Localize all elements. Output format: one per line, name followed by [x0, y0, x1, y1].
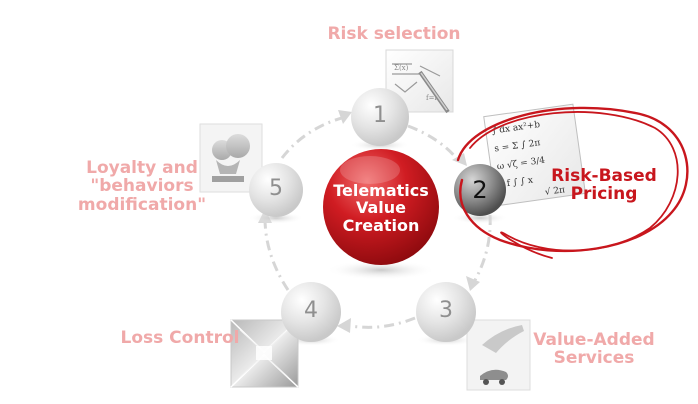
center-label-line-3: Creation — [342, 215, 420, 235]
arrowhead-to-1 — [338, 110, 352, 124]
connector-5-1 — [280, 115, 346, 159]
step-label-5-line-2: "behaviors — [90, 176, 194, 197]
center-label-line-1: Telematics — [333, 181, 429, 200]
hand-and-car-icon — [466, 319, 531, 391]
connector-4-5 — [263, 217, 290, 291]
highlight-scribble — [456, 106, 689, 259]
step-sphere-2 — [454, 164, 506, 216]
step-sphere-1 — [351, 88, 409, 146]
connector-1-2 — [407, 124, 460, 161]
step-label-5: Loyalty and "behaviors modification" — [72, 159, 212, 214]
step-number-2: 2 — [472, 176, 488, 204]
formula-notebook-icon: Σ(x) f=n — [385, 49, 454, 114]
step-sphere-5 — [249, 163, 303, 217]
step-label-4: Loss Control — [100, 328, 260, 348]
center-label: Telematics Value Creation — [321, 182, 441, 234]
svg-text:√ 2π: √ 2π — [544, 184, 566, 198]
light-tunnel-icon — [230, 319, 299, 388]
step-label-3: Value-Added Services — [526, 331, 662, 368]
arrowhead-to-2 — [452, 153, 467, 166]
step-sphere-3 — [416, 282, 476, 342]
center-sphere — [323, 149, 439, 265]
svg-text:Σ(x): Σ(x) — [394, 64, 409, 72]
step-label-1: Risk selection — [320, 24, 468, 44]
step-label-3-line-1: Value-Added — [533, 330, 655, 350]
step-label-2: Risk-Based Pricing — [548, 167, 660, 204]
arrowhead-to-4 — [337, 318, 351, 333]
center-label-line-2: Value — [355, 198, 407, 218]
step-label-1-line-1: Risk selection — [327, 24, 461, 44]
svg-text:∂ f ∫ ∫ x: ∂ f ∫ ∫ x — [499, 176, 534, 191]
step-label-5-line-3: modification" — [77, 194, 207, 215]
step-label-2-line-2: Pricing — [570, 184, 638, 205]
math-formulas-paper-icon: ∫ dx ax²+b s = Σ ∫ 2π ω √ζ = 3/4 ∂ f ∫ ∫… — [483, 103, 586, 207]
step-label-2-line-1: Risk-Based — [551, 166, 657, 186]
step-sphere-4 — [281, 282, 341, 342]
step-label-4-line-1: Loss Control — [120, 328, 240, 348]
step-number-1: 1 — [373, 103, 387, 128]
step-label-5-line-1: Loyalty and — [86, 158, 198, 178]
arrowhead-to-3 — [466, 276, 480, 291]
step-number-4: 4 — [304, 298, 318, 323]
connector-3-4 — [344, 316, 416, 329]
step-number-5: 5 — [269, 176, 283, 201]
step-label-3-line-2: Services — [553, 348, 635, 369]
step-number-3: 3 — [439, 298, 453, 323]
cycle-arrowheads — [258, 110, 480, 333]
svg-text:f=n: f=n — [426, 94, 439, 102]
